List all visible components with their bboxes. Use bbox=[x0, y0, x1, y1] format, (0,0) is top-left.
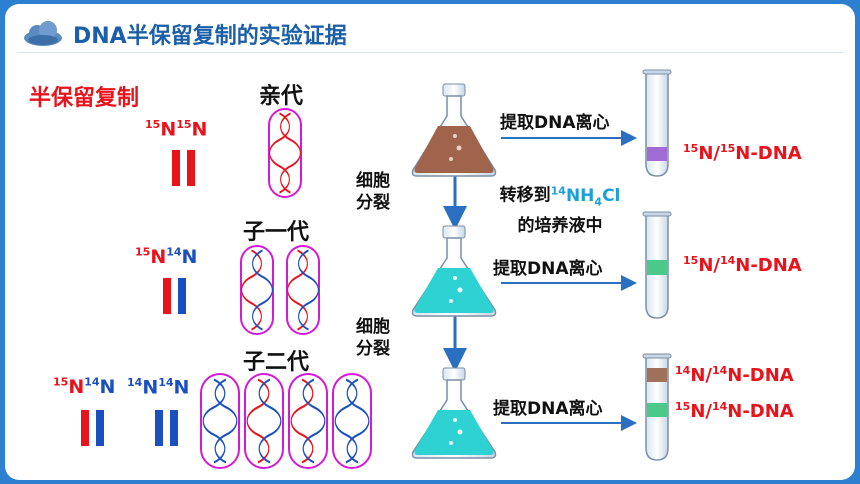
centrifuge-tube-2 bbox=[642, 211, 672, 319]
gen2-light-bar-left bbox=[155, 410, 163, 446]
tube3-label-hybrid: 15N/14N-DNA bbox=[675, 400, 794, 422]
slide: DNA半保留复制的实验证据 半保留复制 亲代 子一代 子二代 15N15N 15… bbox=[5, 4, 855, 480]
gen1-helix-b bbox=[286, 245, 320, 335]
gen0-helix bbox=[268, 108, 302, 198]
gen0-strand-bar-right bbox=[187, 150, 195, 186]
flask-3 bbox=[411, 367, 497, 459]
gen0-isotope-label: 15N15N bbox=[145, 118, 208, 141]
gen1-strand-bar-light bbox=[178, 278, 186, 314]
semi-conservative-heading: 半保留复制 bbox=[29, 86, 140, 111]
gen2-isotope-label-light: 14N14N bbox=[127, 376, 190, 399]
extract-label-2: 提取DNA离心 bbox=[493, 259, 603, 279]
gen2-helix-c bbox=[288, 373, 328, 469]
cloud-icon bbox=[24, 21, 62, 46]
flask-2 bbox=[411, 225, 497, 317]
title-divider bbox=[17, 52, 843, 53]
gen0-strand-bar-left bbox=[172, 150, 180, 186]
dna-helices bbox=[200, 108, 372, 469]
gen2-light-bar-right bbox=[170, 410, 178, 446]
gen1-helix-a bbox=[240, 245, 274, 335]
tube2-label: 15N/14N-DNA bbox=[683, 254, 802, 276]
tube3-label-light: 14N/14N-DNA bbox=[675, 364, 794, 386]
extract-label-1: 提取DNA离心 bbox=[500, 113, 610, 133]
centrifuge-tube-3 bbox=[642, 353, 672, 461]
gen1-label: 子一代 bbox=[243, 220, 310, 245]
gen0-label: 亲代 bbox=[259, 84, 304, 109]
division-label-2: 细胞分裂 bbox=[356, 317, 390, 359]
gen1-strand-bar-heavy bbox=[163, 278, 171, 314]
division-label-1: 细胞分裂 bbox=[356, 171, 390, 213]
extract-label-3: 提取DNA离心 bbox=[493, 399, 603, 419]
tube1-label: 15N/15N-DNA bbox=[683, 142, 802, 164]
gen2-hybrid-bar-heavy bbox=[81, 410, 89, 446]
flask-1 bbox=[411, 83, 497, 177]
gen2-hybrid-bar-light bbox=[96, 410, 104, 446]
gen2-isotope-label-hybrid: 15N14N bbox=[53, 376, 116, 399]
gen1-isotope-label: 15N14N bbox=[135, 246, 198, 269]
experiment-diagram bbox=[411, 69, 672, 461]
gen2-helix-a bbox=[200, 373, 240, 469]
centrifuge-tube-1 bbox=[642, 69, 672, 177]
gen2-label: 子二代 bbox=[243, 350, 310, 375]
page-title: DNA半保留复制的实验证据 bbox=[73, 24, 347, 49]
gen2-helix-d bbox=[332, 373, 372, 469]
gen2-helix-b bbox=[244, 373, 284, 469]
transfer-instruction: 转移到14NH4Cl 的培养液中 bbox=[499, 184, 621, 237]
